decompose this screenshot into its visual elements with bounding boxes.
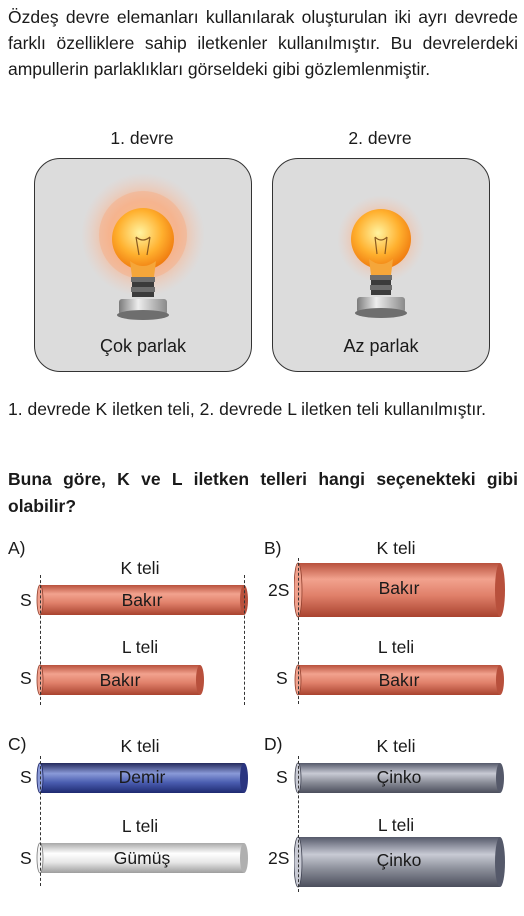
circuit-1-title: 1. devre (110, 128, 174, 148)
option-a-start-line (40, 575, 41, 705)
option-c-letter[interactable]: C) (8, 734, 27, 754)
option-c-start-line (40, 756, 41, 886)
option-d-l-wire (294, 836, 505, 888)
option-a-l-side: S (20, 668, 32, 688)
option-d-start-line (298, 756, 299, 892)
info-text: 1. devrede K iletken teli, 2. devrede L … (8, 399, 486, 419)
option-b-l-title: L teli (377, 637, 415, 657)
option-c-k-wire (36, 762, 248, 794)
circuit-2-caption: Az parlak (343, 336, 419, 356)
option-c-k-side: S (20, 767, 32, 787)
option-d-k-wire (294, 762, 504, 794)
option-a-k-wire (36, 584, 248, 616)
bright-bulb-icon (81, 173, 205, 320)
option-b-k-title: K teli (376, 538, 416, 558)
option-d-k-title: K teli (376, 736, 416, 756)
option-a-l-title: L teli (121, 637, 159, 657)
option-a-letter[interactable]: A) (8, 538, 26, 558)
option-c-l-side: S (20, 848, 32, 868)
intro-text: Özdeş devre elemanları kullanılarak oluş… (8, 7, 518, 79)
option-c-k-title: K teli (120, 736, 160, 756)
option-b-l-side: S (276, 668, 288, 688)
circuit-1-caption: Çok parlak (99, 336, 187, 356)
circuit-2-panel: Az parlak (272, 158, 490, 372)
option-a-end-line (244, 575, 245, 705)
circuit-1-panel: Çok parlak (34, 158, 252, 372)
option-d-k-side: S (276, 767, 288, 787)
option-d-l-side: 2S (268, 848, 290, 868)
option-d-letter[interactable]: D) (264, 734, 283, 754)
option-d-l-title: L teli (377, 815, 415, 835)
option-c-l-title: L teli (121, 816, 159, 836)
option-b-k-wire (294, 562, 505, 618)
question-text: Buna göre, K ve L iletken telleri hangi … (8, 469, 518, 516)
option-b-l-wire (294, 664, 504, 696)
option-b-k-side: 2S (268, 580, 290, 600)
option-a-k-title: K teli (120, 558, 160, 578)
option-b-letter[interactable]: B) (264, 538, 282, 558)
option-a-l-wire (36, 664, 204, 696)
option-c-l-wire (36, 842, 248, 874)
option-b-start-line (298, 558, 299, 704)
option-a-k-side: S (20, 590, 32, 610)
circuit-2-title: 2. devre (348, 128, 412, 148)
dim-bulb-icon (337, 195, 425, 318)
